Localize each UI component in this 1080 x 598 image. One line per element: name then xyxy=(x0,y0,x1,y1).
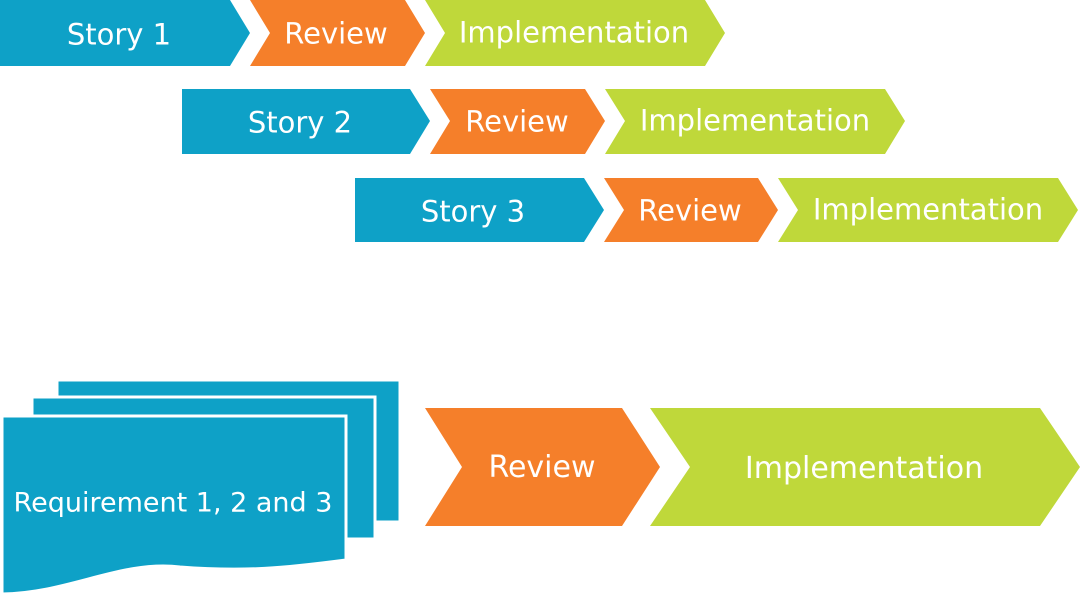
implementation-1-label: Implementation xyxy=(458,15,690,50)
review-1-label: Review xyxy=(284,16,388,51)
implementation-3-label: Implementation xyxy=(812,192,1044,227)
implementation-bottom-arrow xyxy=(650,408,1080,526)
story-2-arrow xyxy=(182,89,430,154)
review-2-arrow xyxy=(430,89,605,154)
implementation-2-arrow xyxy=(605,89,905,154)
requirement-label: Requirement 1, 2 and 3 xyxy=(13,487,333,519)
implementation-bottom-label: Implementation xyxy=(744,451,984,486)
implementation-2-label: Implementation xyxy=(639,103,871,138)
implementation-3-arrow xyxy=(778,178,1078,242)
requirement-doc-front xyxy=(0,414,348,596)
story-3-label: Story 3 xyxy=(420,194,526,229)
story-1-label: Story 1 xyxy=(66,17,172,52)
review-3-arrow xyxy=(604,178,778,242)
review-1-arrow xyxy=(250,0,425,66)
review-bottom-arrow xyxy=(425,408,660,526)
review-3-label: Review xyxy=(638,193,742,228)
review-bottom-label: Review xyxy=(488,450,596,485)
story-1-arrow xyxy=(0,0,250,66)
story-2-label: Story 2 xyxy=(247,105,353,140)
implementation-1-arrow xyxy=(425,0,725,66)
review-2-label: Review xyxy=(465,104,569,139)
story-3-arrow xyxy=(355,178,604,242)
